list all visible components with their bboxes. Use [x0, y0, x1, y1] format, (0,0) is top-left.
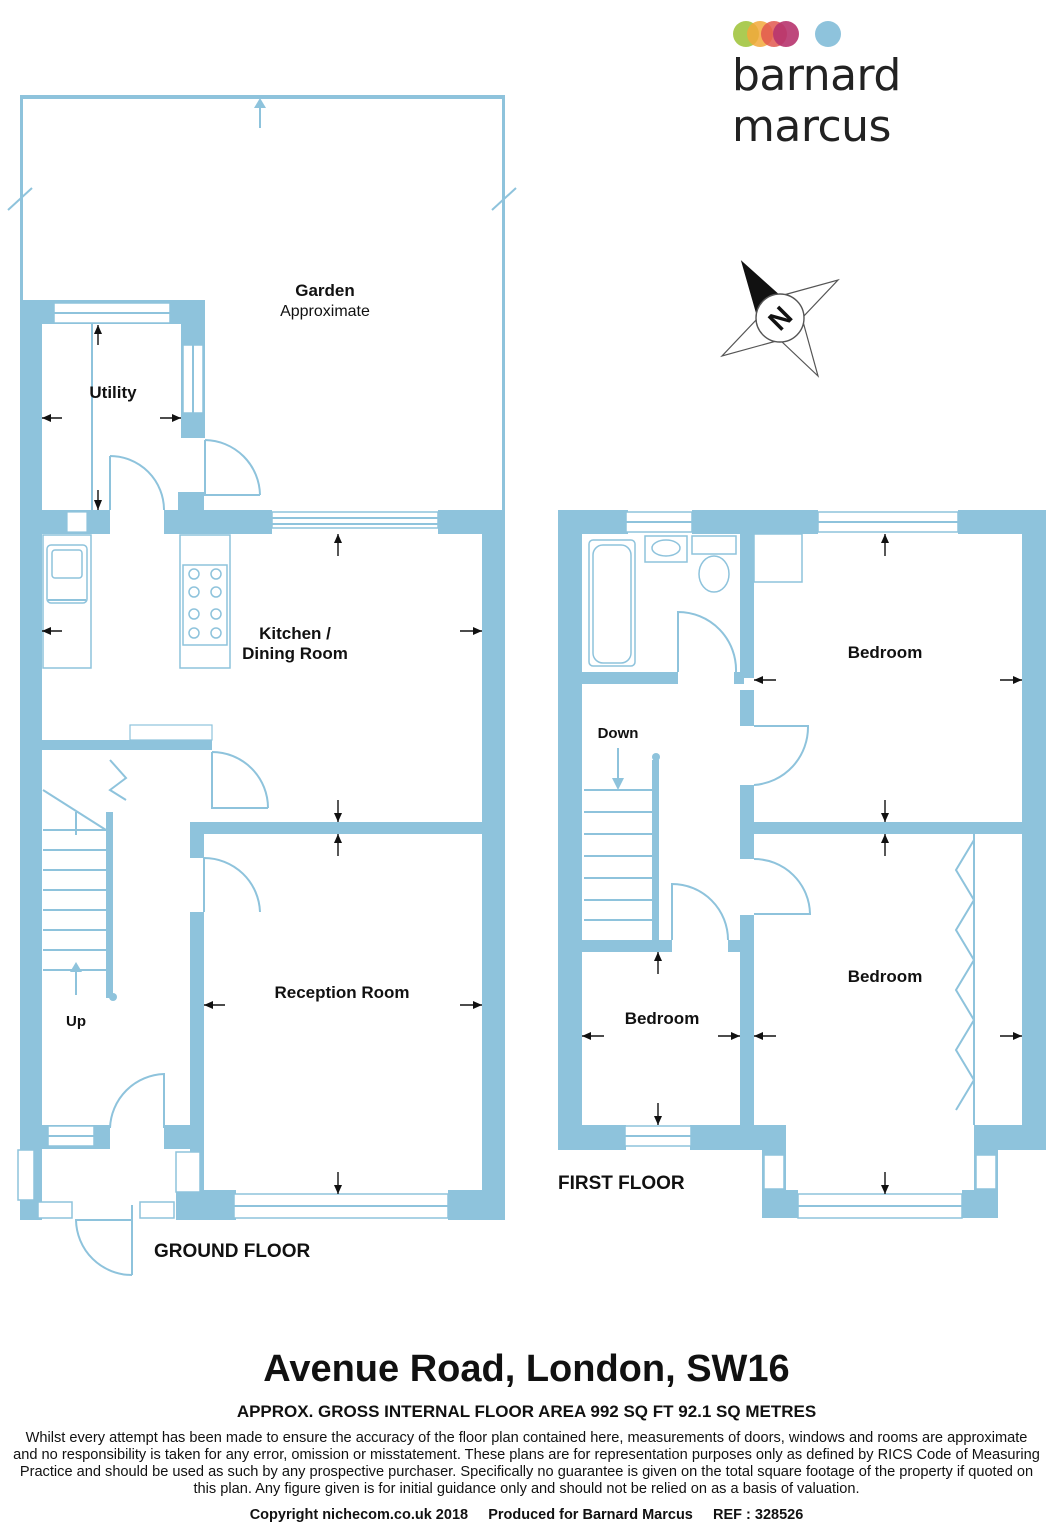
logo-dot-magenta: [773, 21, 799, 47]
garden-outline: [7, 95, 517, 515]
brand-logo-dots: [733, 21, 841, 47]
ground-floor-doors: [74, 324, 269, 1276]
wardrobe-doors: [954, 834, 976, 1125]
kitchen-fixtures: [42, 534, 231, 669]
label-bedroom-small: Bedroom: [625, 1009, 700, 1028]
bathroom-fixtures: [588, 533, 812, 941]
label-kitchen-line1: Kitchen /: [259, 624, 331, 643]
label-garden: Garden: [295, 281, 355, 300]
label-stairs-down: Down: [598, 725, 639, 742]
ground-floor-walls: [17, 300, 505, 1275]
label-bedroom-front: Bedroom: [848, 967, 923, 986]
floor-plan: N Garden Approximate Utility Kitchen / D…: [7, 95, 1046, 1276]
label-bedroom-rear: Bedroom: [848, 643, 923, 662]
label-kitchen-line2: Dining Room: [242, 644, 348, 663]
compass-rose-icon: N: [720, 260, 840, 378]
first-floor-walls: [558, 510, 1046, 1219]
label-ground-floor: GROUND FLOOR: [154, 1241, 310, 1262]
label-stairs-up: Up: [66, 1013, 86, 1030]
disclaimer-text: Whilst every attempt has been made to en…: [13, 1430, 1040, 1497]
dimension-arrows: [42, 325, 1022, 1194]
property-address: Avenue Road, London, SW16: [263, 1348, 790, 1390]
brand-name: barnard marcus: [732, 50, 901, 152]
label-garden-approx: Approximate: [280, 303, 370, 320]
floor-area: APPROX. GROSS INTERNAL FLOOR AREA 992 SQ…: [236, 1402, 817, 1421]
copyright-credits: Copyright nichecom.co.uk 2018 Produced f…: [249, 1507, 804, 1523]
ground-stairs: [42, 759, 128, 995]
label-first-floor: FIRST FLOOR: [558, 1173, 685, 1194]
label-utility: Utility: [89, 383, 137, 402]
logo-dot-blue: [815, 21, 841, 47]
label-reception: Reception Room: [274, 983, 409, 1002]
first-stairs: [584, 748, 652, 921]
